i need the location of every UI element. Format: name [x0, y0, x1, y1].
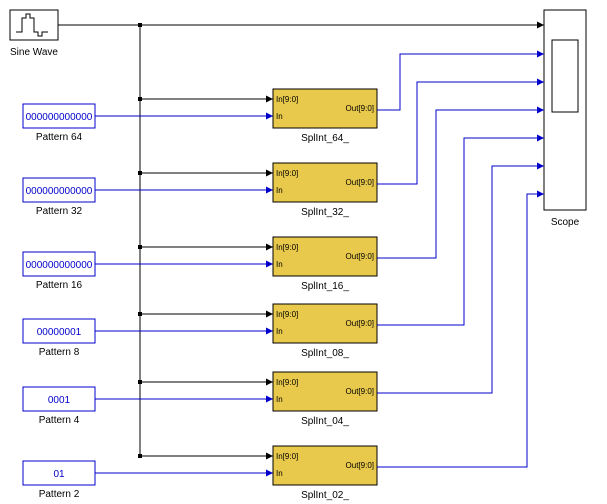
- pattern-value: 00000001: [37, 327, 82, 338]
- splint-label: SplInt_16_: [301, 281, 349, 292]
- output-wire: [377, 190, 544, 468]
- splint-block[interactable]: In[9:0] In Out[9:0] SplInt_32_: [272, 162, 378, 218]
- splint-label: SplInt_08_: [301, 348, 349, 359]
- port-out-bus: Out[9:0]: [346, 387, 374, 396]
- port-in: In: [276, 327, 283, 336]
- output-wire: [377, 78, 544, 185]
- pattern-label: Pattern 2: [39, 489, 80, 500]
- port-out-bus: Out[9:0]: [346, 319, 374, 328]
- port-out-bus: Out[9:0]: [346, 461, 374, 470]
- port-in: In: [276, 395, 283, 404]
- output-wire: [377, 106, 544, 259]
- port-in: In: [276, 112, 283, 121]
- pattern-value: 01: [53, 469, 65, 480]
- port-in-bus: In[9:0]: [276, 310, 298, 319]
- splint-label: SplInt_64_: [301, 133, 349, 144]
- port-out-bus: Out[9:0]: [346, 104, 374, 113]
- port-out-bus: Out[9:0]: [346, 252, 374, 261]
- port-in: In: [276, 469, 283, 478]
- sine-wave-label: Sine Wave: [10, 47, 58, 58]
- splint-block[interactable]: In[9:0] In Out[9:0] SplInt_02_: [272, 445, 378, 501]
- splint-block[interactable]: In[9:0] In Out[9:0] SplInt_16_: [272, 236, 378, 292]
- port-in: In: [276, 260, 283, 269]
- sine-wave-icon: [16, 13, 48, 37]
- output-wire: [377, 134, 544, 326]
- sine-bus: [58, 21, 544, 456]
- sine-wave-block[interactable]: Sine Wave: [9, 9, 59, 58]
- splint-block[interactable]: In[9:0] In Out[9:0] SplInt_04_: [272, 371, 378, 427]
- pattern-label: Pattern 8: [39, 347, 80, 358]
- scope-screen-icon: [551, 39, 579, 113]
- splint-label: SplInt_32_: [301, 207, 349, 218]
- splint-block[interactable]: In[9:0] In Out[9:0] SplInt_08_: [272, 303, 378, 359]
- splint-block[interactable]: In[9:0] In Out[9:0] SplInt_64_: [272, 88, 378, 144]
- port-in-bus: In[9:0]: [276, 243, 298, 252]
- pattern-label: Pattern 16: [36, 280, 83, 291]
- pattern-value: 000000000000: [26, 112, 93, 123]
- output-wire: [377, 162, 544, 394]
- port-in-bus: In[9:0]: [276, 452, 298, 461]
- pattern-label: Pattern 64: [36, 132, 83, 143]
- port-in-bus: In[9:0]: [276, 378, 298, 387]
- port-in-bus: In[9:0]: [276, 169, 298, 178]
- pattern-label: Pattern 4: [39, 415, 80, 426]
- pattern-value: 0001: [48, 395, 71, 406]
- scope-block[interactable]: Scope: [543, 9, 587, 228]
- pattern-label: Pattern 32: [36, 206, 83, 217]
- scope-label: Scope: [551, 217, 580, 228]
- splint-label: SplInt_02_: [301, 490, 349, 501]
- output-wire: [377, 50, 544, 111]
- pattern-value: 000000000000: [26, 186, 93, 197]
- pattern-value: 000000000000: [26, 260, 93, 271]
- port-in: In: [276, 186, 283, 195]
- port-out-bus: Out[9:0]: [346, 178, 374, 187]
- port-in-bus: In[9:0]: [276, 95, 298, 104]
- splint-label: SplInt_04_: [301, 416, 349, 427]
